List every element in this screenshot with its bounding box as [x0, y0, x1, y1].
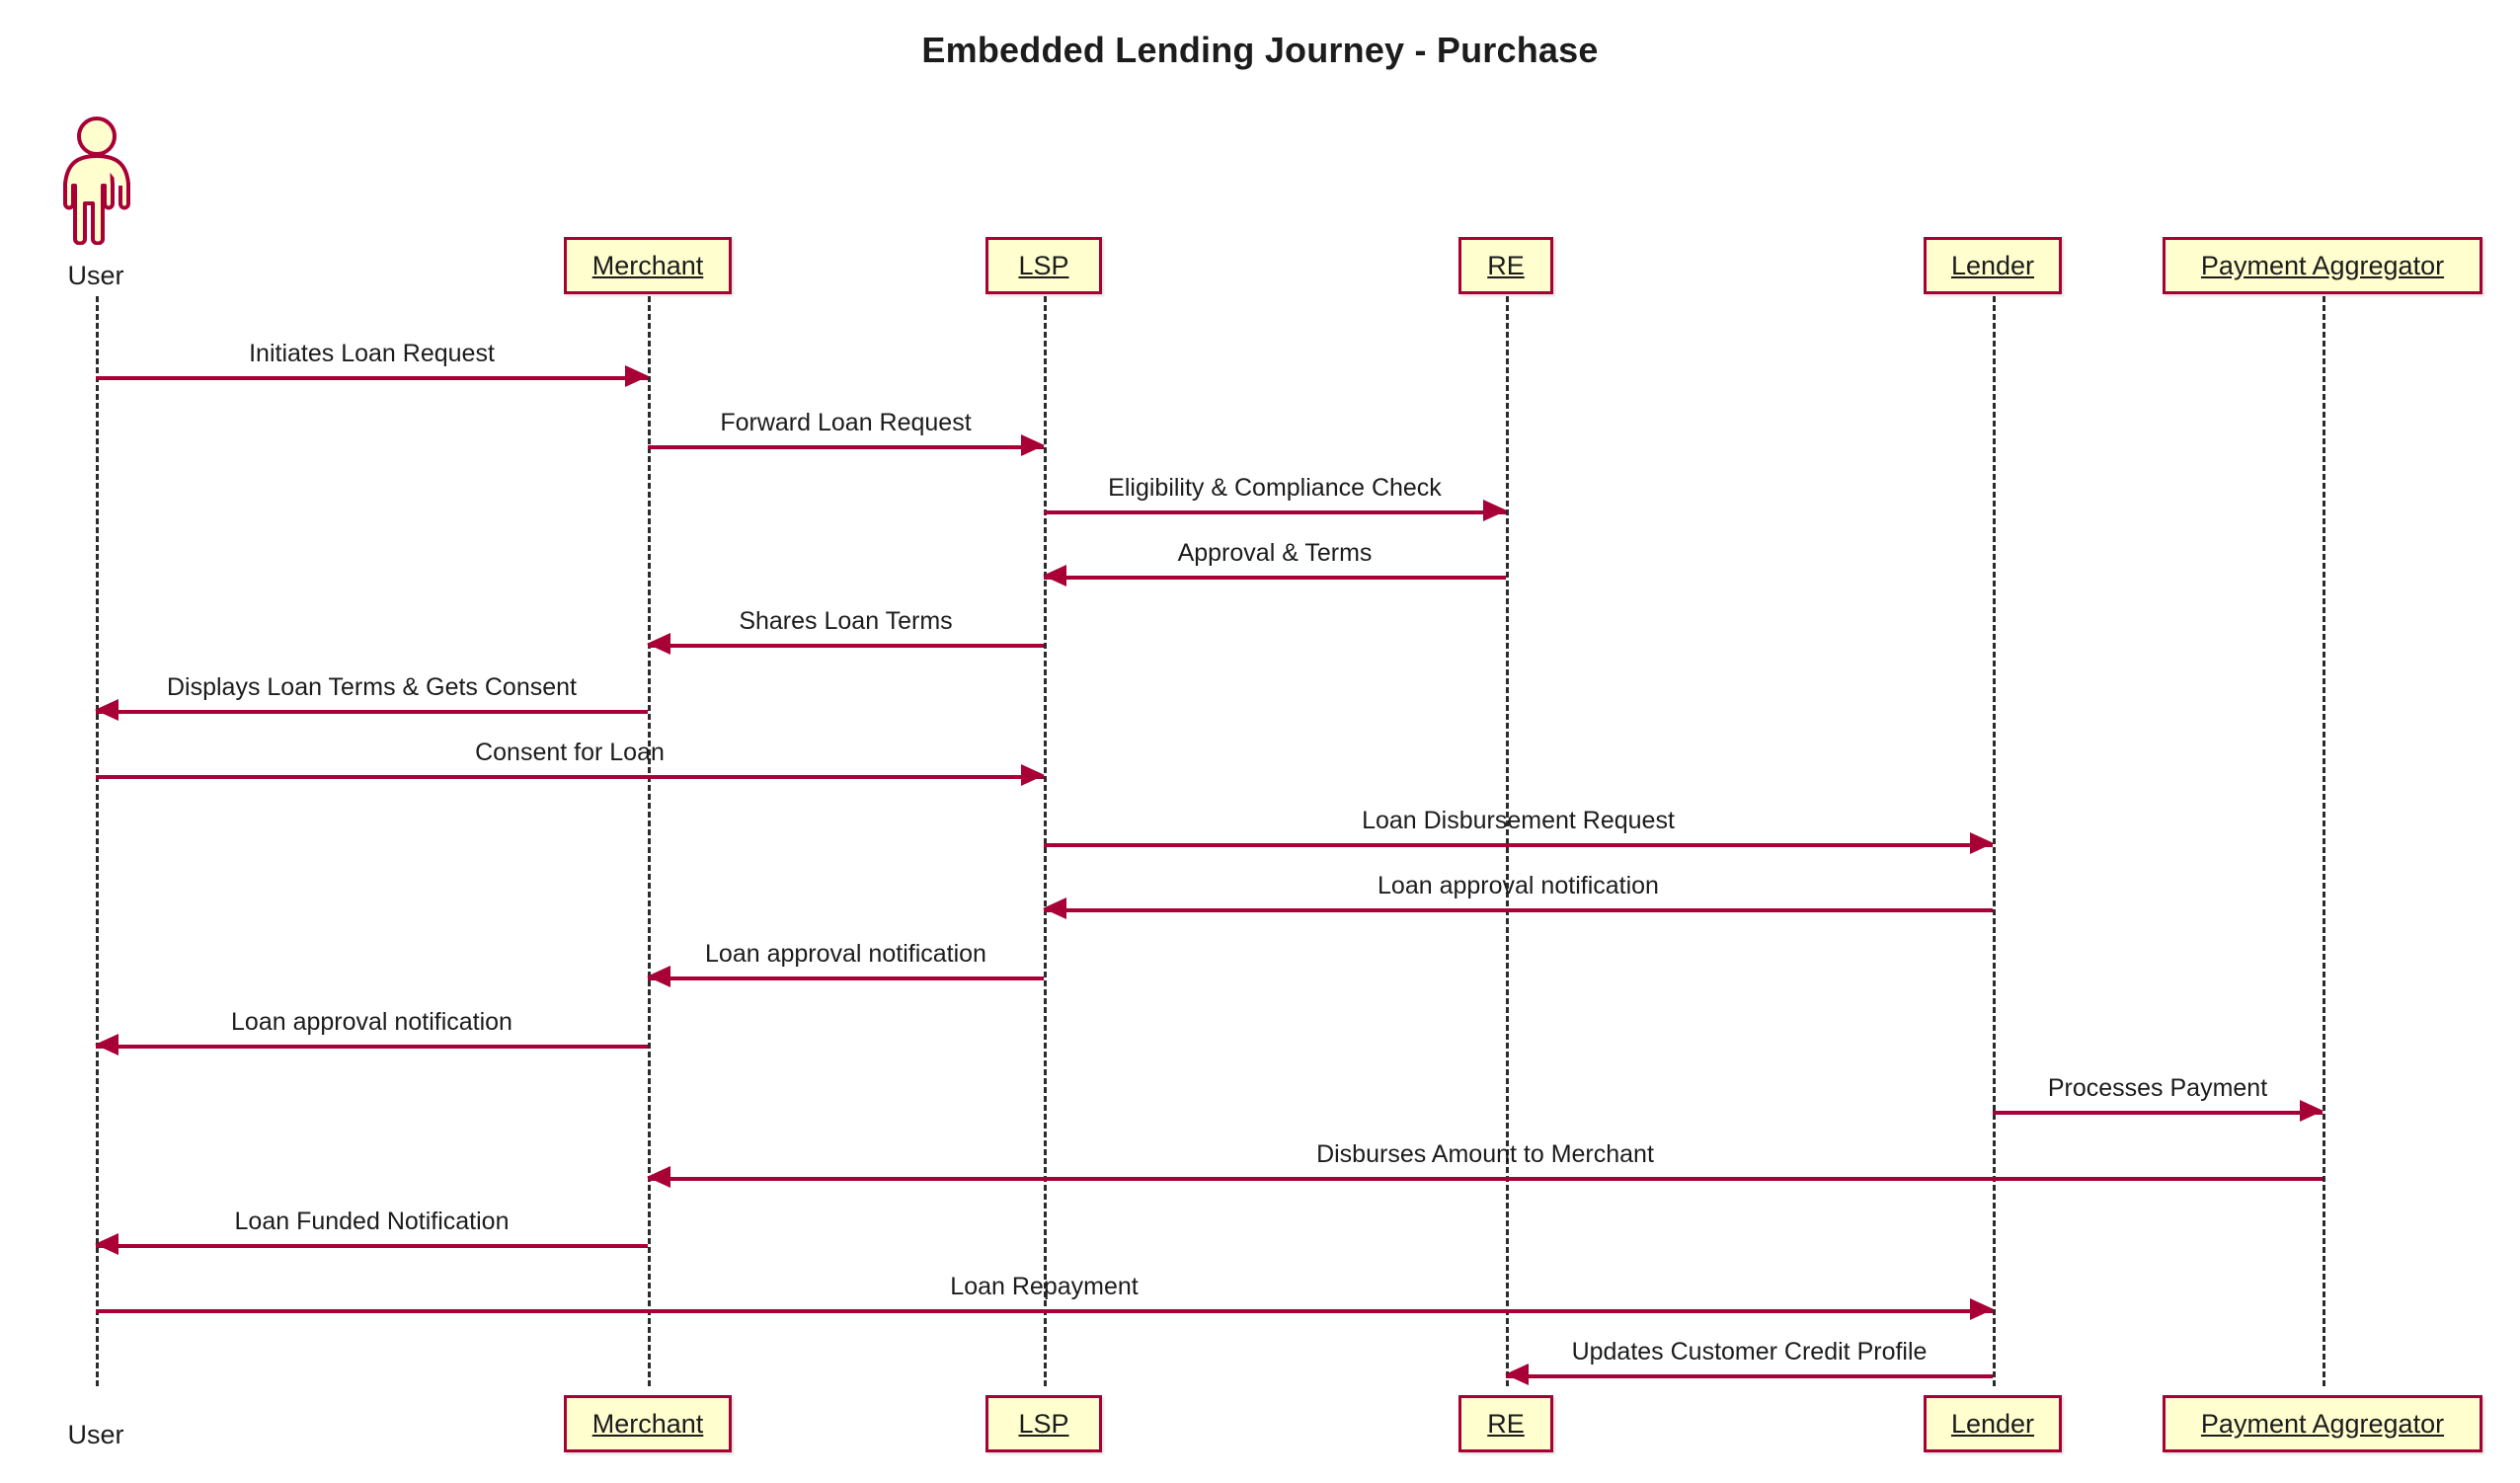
participant-label-re-top: RE — [1487, 250, 1525, 280]
participant-label-merchant-top: Merchant — [591, 250, 704, 280]
lifeline-payment-aggregator — [2323, 296, 2325, 1386]
message-line — [96, 1309, 1993, 1313]
message-label: Displays Loan Terms & Gets Consent — [166, 673, 577, 701]
message-line — [648, 644, 1044, 648]
participant-merchant-top[interactable]: Merchant — [564, 237, 732, 294]
arrow-head-icon — [95, 1233, 118, 1255]
participant-payment-aggregator-bottom[interactable]: Payment Aggregator — [2163, 1395, 2482, 1452]
message-label: Loan approval notification — [231, 1008, 512, 1036]
message-label: Loan approval notification — [1378, 872, 1659, 899]
arrow-head-icon — [95, 1034, 118, 1055]
message-line — [96, 710, 648, 714]
message-label: Loan approval notification — [705, 940, 986, 968]
message-label: Processes Payment — [2047, 1074, 2268, 1102]
arrow-head-icon — [1970, 1298, 1994, 1320]
participant-label-lender-top: Lender — [1950, 250, 2035, 280]
arrow-head-icon — [1483, 500, 1507, 521]
message-line — [648, 976, 1044, 980]
lifeline-merchant — [648, 296, 651, 1386]
lifeline-re — [1506, 296, 1509, 1386]
message-line — [1993, 1111, 2323, 1115]
lifeline-user — [96, 296, 99, 1386]
user-actor-icon — [49, 117, 144, 250]
arrow-head-icon — [647, 633, 670, 655]
message-label: Loan Disbursement Request — [1362, 807, 1675, 834]
message-label: Consent for Loan — [475, 739, 665, 766]
arrow-head-icon — [1021, 434, 1045, 456]
message-line — [96, 1244, 648, 1248]
message-line — [1044, 576, 1506, 580]
message-line — [1044, 908, 1993, 912]
message-label: Eligibility & Compliance Check — [1108, 474, 1442, 502]
participant-label-re-bottom: RE — [1487, 1408, 1525, 1439]
message-line — [648, 1177, 2323, 1181]
participant-re-bottom[interactable]: RE — [1458, 1395, 1553, 1452]
message-line — [96, 775, 1044, 779]
participant-label-merchant-bottom: Merchant — [591, 1408, 704, 1439]
arrow-head-icon — [95, 699, 118, 721]
message-line — [1044, 510, 1506, 514]
participant-re-top[interactable]: RE — [1458, 237, 1553, 294]
message-line — [1506, 1374, 1993, 1378]
participant-lsp-top[interactable]: LSP — [985, 237, 1102, 294]
arrow-head-icon — [647, 1166, 670, 1188]
message-label: Forward Loan Request — [720, 409, 972, 436]
arrow-head-icon — [647, 966, 670, 987]
message-line — [96, 1045, 648, 1049]
participant-label-payment-aggregator-top: Payment Aggregator — [2200, 250, 2445, 280]
message-label: Updates Customer Credit Profile — [1571, 1338, 1928, 1366]
participant-label-lsp-bottom: LSP — [1018, 1408, 1069, 1439]
participant-label-lender-bottom: Lender — [1950, 1408, 2035, 1439]
arrow-head-icon — [1043, 898, 1066, 919]
arrow-head-icon — [625, 365, 649, 387]
lifeline-lsp — [1044, 296, 1047, 1386]
arrow-head-icon — [1505, 1364, 1529, 1385]
message-label: Loan Repayment — [950, 1273, 1139, 1300]
participant-lender-top[interactable]: Lender — [1924, 237, 2062, 294]
participant-merchant-bottom[interactable]: Merchant — [564, 1395, 732, 1452]
arrow-head-icon — [2300, 1100, 2323, 1122]
arrow-head-icon — [1021, 764, 1045, 786]
participant-label-user-bottom: User — [67, 1420, 124, 1449]
participant-payment-aggregator-top[interactable]: Payment Aggregator — [2163, 237, 2482, 294]
participant-lsp-bottom[interactable]: LSP — [985, 1395, 1102, 1452]
participant-label-payment-aggregator-bottom: Payment Aggregator — [2200, 1408, 2445, 1439]
arrow-head-icon — [1043, 565, 1066, 586]
message-line — [96, 376, 648, 380]
arrow-head-icon — [1970, 832, 1994, 854]
page-title: Embedded Lending Journey - Purchase — [921, 30, 1599, 70]
message-line — [648, 445, 1044, 449]
participant-label-lsp-top: LSP — [1018, 250, 1069, 280]
message-label: Shares Loan Terms — [739, 607, 953, 635]
participant-label-user-top: User — [67, 261, 124, 290]
message-label: Initiates Loan Request — [249, 340, 495, 367]
message-label: Loan Funded Notification — [234, 1208, 510, 1235]
message-line — [1044, 843, 1993, 847]
lifeline-lender — [1993, 296, 1996, 1386]
message-label: Approval & Terms — [1177, 539, 1373, 567]
message-label: Disburses Amount to Merchant — [1316, 1140, 1654, 1168]
participant-lender-bottom[interactable]: Lender — [1924, 1395, 2062, 1452]
